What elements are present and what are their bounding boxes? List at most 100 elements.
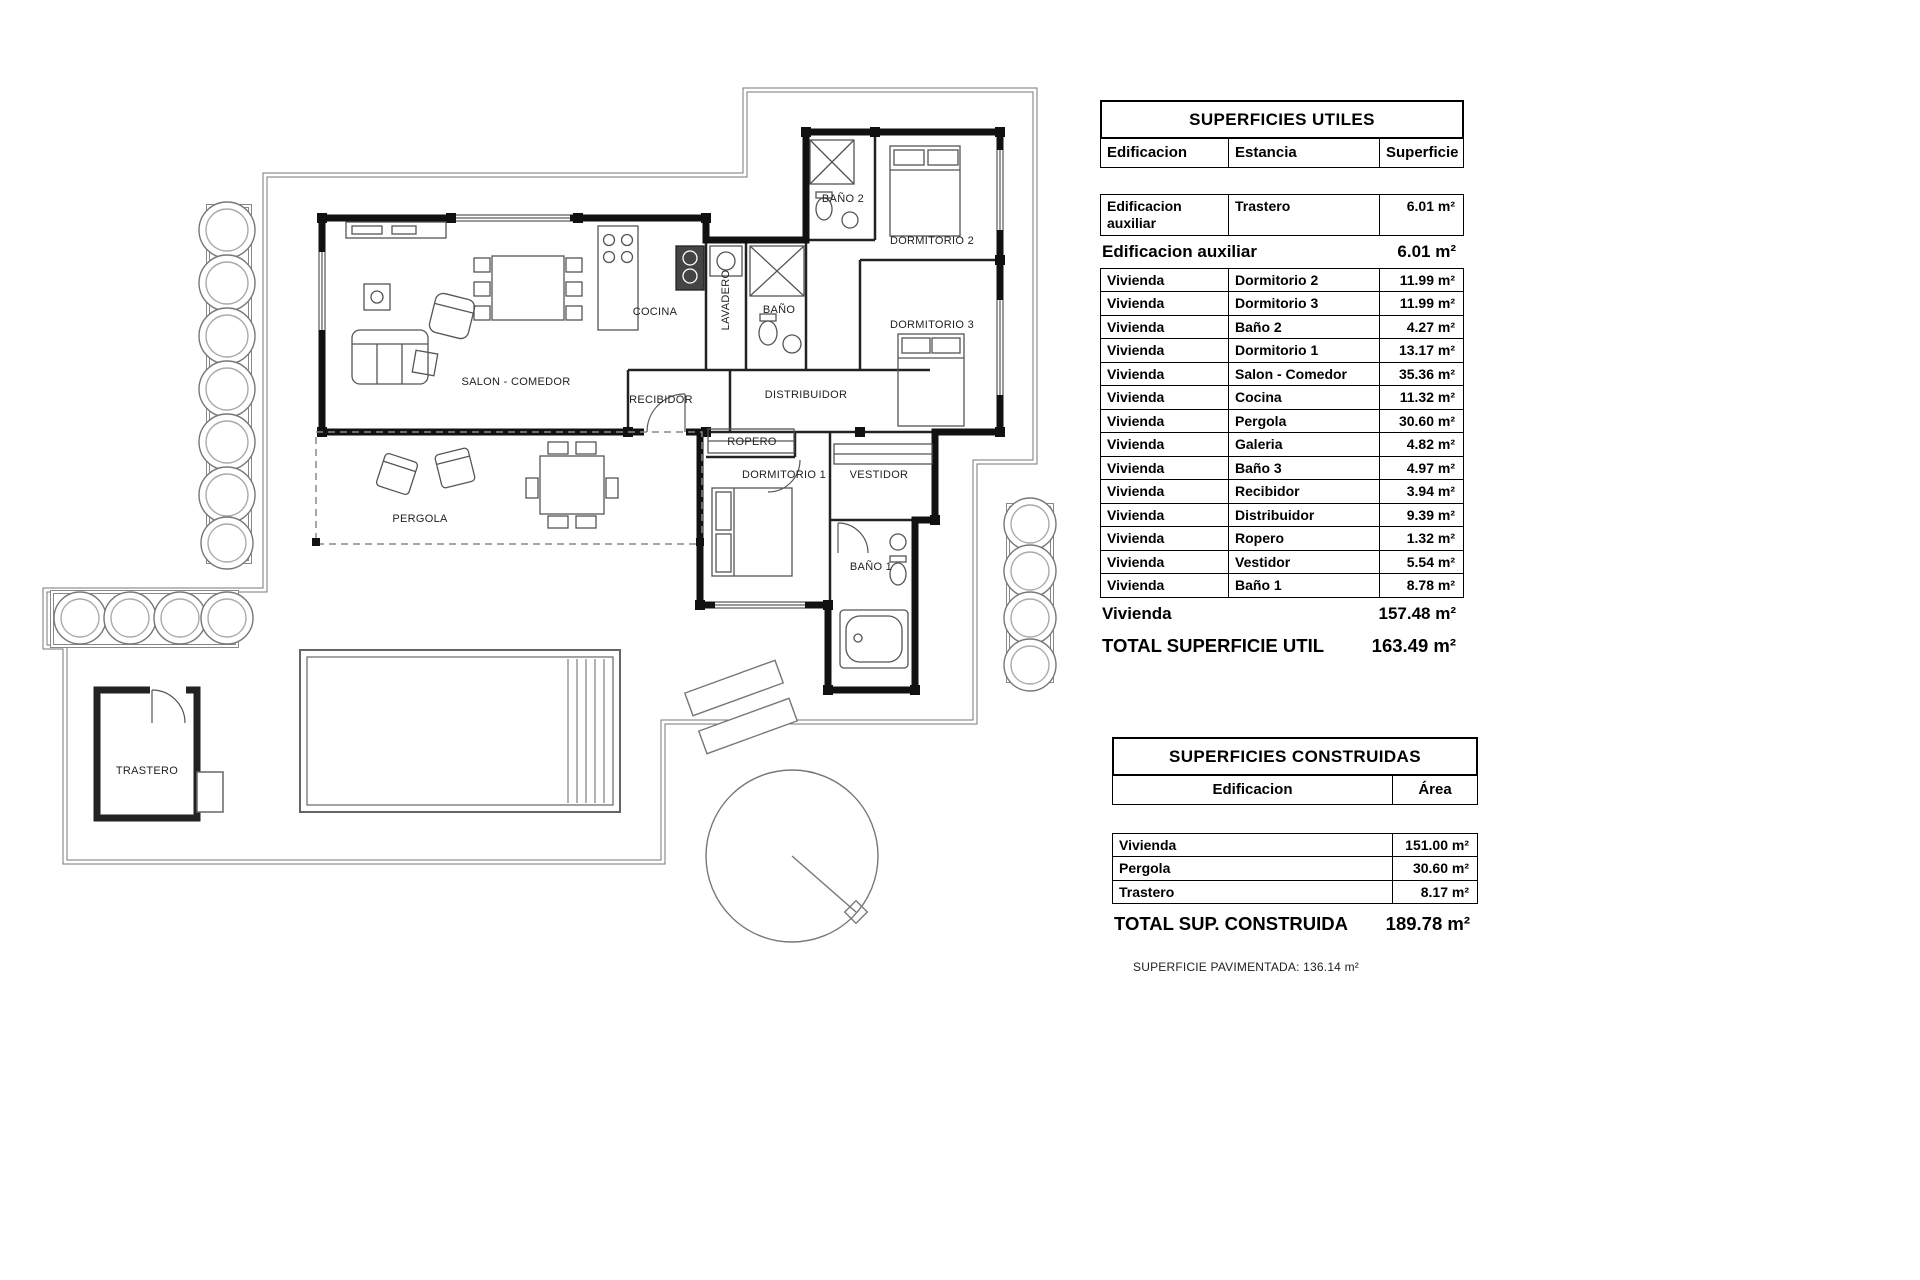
trastero-building: TRASTERO bbox=[93, 683, 224, 822]
furniture bbox=[312, 139, 965, 669]
tree-icon bbox=[53, 591, 107, 645]
cell-superficie: 11.32 m² bbox=[1379, 385, 1464, 410]
room-labels: BAÑO 2 DORMITORIO 2 LAVADERO BAÑO DORMIT… bbox=[392, 192, 974, 573]
table-row: Vivienda Baño 1 8.78 m² bbox=[1100, 573, 1464, 598]
table-row: Vivienda Dormitorio 3 11.99 m² bbox=[1100, 291, 1464, 316]
cell-edificacion: Vivienda bbox=[1100, 408, 1229, 434]
room-label-distribuidor: DISTRIBUIDOR bbox=[765, 389, 847, 401]
window bbox=[317, 150, 1005, 610]
cell-edificacion: Vivienda bbox=[1100, 502, 1229, 528]
subtotal-label: Edificacion auxiliar bbox=[1102, 241, 1257, 261]
cell-edificacion: Vivienda bbox=[1100, 385, 1229, 410]
tree-icon bbox=[200, 591, 254, 645]
tree-icon bbox=[198, 360, 256, 418]
room-label-bano1: BAÑO 1 bbox=[850, 560, 892, 573]
cell-superficie: 4.27 m² bbox=[1379, 314, 1464, 340]
room-label-recibidor: RECIBIDOR bbox=[629, 394, 693, 406]
cell-edificacion: Vivienda bbox=[1100, 267, 1229, 293]
header-superficie: Superficie bbox=[1379, 138, 1464, 168]
room-label-bano: BAÑO bbox=[763, 303, 796, 316]
table-row: Vivienda Distribuidor 9.39 m² bbox=[1100, 502, 1464, 528]
cell-edificacion: Edificacion auxiliar bbox=[1100, 193, 1229, 236]
cell-superficie: 1.32 m² bbox=[1379, 526, 1464, 551]
table-row: Vivienda Baño 2 4.27 m² bbox=[1100, 314, 1464, 340]
wardrobe-icon bbox=[707, 428, 795, 454]
cell-estancia: Dormitorio 1 bbox=[1228, 338, 1380, 363]
table-header: Edificacion Estancia Superficie bbox=[1100, 138, 1464, 168]
room-label-cocina: COCINA bbox=[633, 306, 678, 318]
room-label-pergola: PERGOLA bbox=[392, 513, 448, 525]
cell-superficie: 30.60 m² bbox=[1379, 408, 1464, 434]
table-title-utiles: SUPERFICIES UTILES bbox=[1100, 100, 1464, 139]
tree-icon bbox=[198, 307, 256, 365]
washer-icon bbox=[709, 245, 743, 277]
header-edificacion: Edificacion bbox=[1100, 138, 1229, 168]
cell-estancia: Baño 3 bbox=[1228, 455, 1380, 481]
total-superficie-util: TOTAL SUPERFICIE UTIL 163.49 m² bbox=[1100, 626, 1464, 659]
stove-icon bbox=[363, 283, 391, 311]
cell-superficie: 9.39 m² bbox=[1379, 502, 1464, 528]
cell-estancia: Vestidor bbox=[1228, 549, 1380, 575]
tree-icon bbox=[153, 591, 207, 645]
cell-edificacion: Pergola bbox=[1112, 856, 1393, 881]
table-row: Vivienda Cocina 11.32 m² bbox=[1100, 385, 1464, 410]
cell-estancia: Baño 2 bbox=[1228, 314, 1380, 340]
tree-icon bbox=[198, 466, 256, 524]
header-area: Área bbox=[1392, 775, 1478, 805]
pergola-area bbox=[312, 431, 704, 546]
dining-table-icon bbox=[473, 255, 583, 321]
cell-superficie: 8.78 m² bbox=[1379, 573, 1464, 598]
table-title-construidas: SUPERFICIES CONSTRUIDAS bbox=[1112, 737, 1478, 776]
cell-superficie: 11.99 m² bbox=[1379, 291, 1464, 316]
room-label-trastero: TRASTERO bbox=[116, 765, 178, 777]
total-sup-construida: TOTAL SUP. CONSTRUIDA 189.78 m² bbox=[1112, 904, 1478, 937]
bathroom-fixtures-icon bbox=[749, 245, 805, 354]
large-tree-icon bbox=[705, 769, 879, 943]
table-row: Vivienda Salon - Comedor 35.36 m² bbox=[1100, 361, 1464, 387]
cell-superficie: 35.36 m² bbox=[1379, 361, 1464, 387]
cell-estancia: Cocina bbox=[1228, 385, 1380, 410]
cell-estancia: Dormitorio 2 bbox=[1228, 267, 1380, 293]
pool bbox=[299, 649, 621, 813]
room-label-salon: SALON - COMEDOR bbox=[461, 376, 570, 388]
tree-icon bbox=[198, 413, 256, 471]
pavimentada-note: SUPERFICIE PAVIMENTADA: 136.14 m² bbox=[1133, 960, 1359, 974]
cell-edificacion: Vivienda bbox=[1100, 338, 1229, 363]
subtotal-label: Vivienda bbox=[1102, 603, 1172, 623]
tree-icon bbox=[1003, 638, 1057, 692]
room-label-dormitorio3: DORMITORIO 3 bbox=[890, 319, 974, 331]
superficies-utiles-table: SUPERFICIES UTILES Edificacion Estancia … bbox=[1100, 100, 1464, 659]
table-row: Vivienda Pergola 30.60 m² bbox=[1100, 408, 1464, 434]
cell-estancia: Recibidor bbox=[1228, 479, 1380, 504]
header-estancia: Estancia bbox=[1228, 138, 1380, 168]
cell-edificacion: Vivienda bbox=[1100, 549, 1229, 575]
cell-edificacion: Vivienda bbox=[1100, 291, 1229, 316]
tv-cabinet-icon bbox=[345, 221, 447, 239]
bed-icon bbox=[889, 145, 961, 237]
table-header: Edificacion Área bbox=[1112, 775, 1478, 805]
room-label-dormitorio1: DORMITORIO 1 bbox=[742, 469, 826, 481]
garden-planters bbox=[683, 659, 799, 755]
cell-edificacion: Vivienda bbox=[1100, 314, 1229, 340]
subtotal-vivienda: Vivienda 157.48 m² bbox=[1100, 598, 1464, 626]
tree-icon bbox=[103, 591, 157, 645]
cell-area: 30.60 m² bbox=[1392, 856, 1478, 881]
room-label-lavadero: LAVADERO bbox=[720, 270, 732, 331]
tree-icon bbox=[198, 201, 256, 259]
cell-edificacion: Vivienda bbox=[1100, 361, 1229, 387]
total-value: 189.78 m² bbox=[1385, 913, 1470, 935]
room-label-vestidor: VESTIDOR bbox=[850, 469, 909, 481]
cell-estancia: Dormitorio 3 bbox=[1228, 291, 1380, 316]
cell-superficie: 13.17 m² bbox=[1379, 338, 1464, 363]
table-row: Trastero 8.17 m² bbox=[1112, 879, 1478, 905]
bathroom2-fixtures-icon bbox=[809, 139, 859, 229]
cell-estancia: Trastero bbox=[1228, 193, 1380, 236]
cell-edificacion: Vivienda bbox=[1100, 455, 1229, 481]
bathroom1-fixtures-icon bbox=[839, 533, 909, 669]
total-value: 163.49 m² bbox=[1371, 634, 1456, 656]
sofa-icon bbox=[351, 292, 476, 385]
plot-boundary bbox=[42, 87, 1038, 865]
cell-edificacion: Vivienda bbox=[1100, 432, 1229, 457]
tree-icon bbox=[1003, 497, 1057, 551]
